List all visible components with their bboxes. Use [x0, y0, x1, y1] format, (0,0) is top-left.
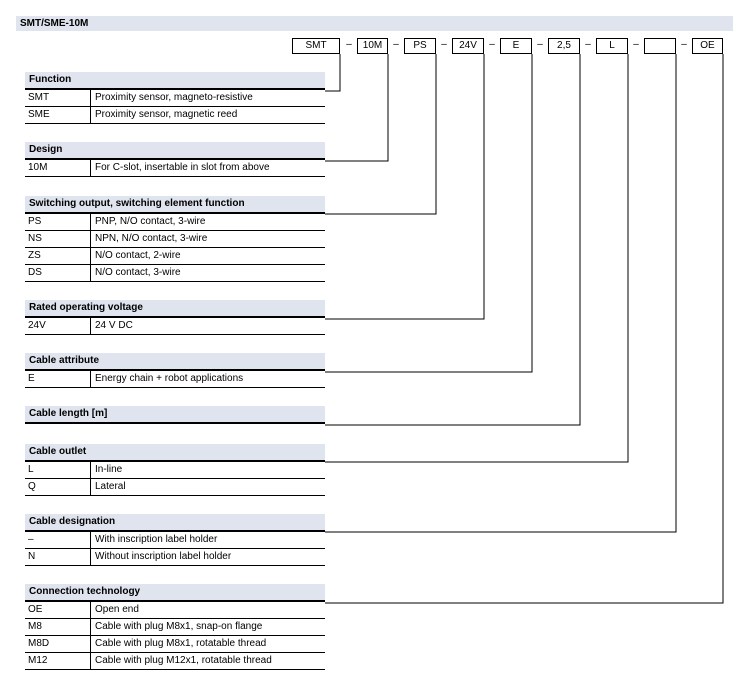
table-row: 24V 24 V DC	[25, 318, 325, 335]
connector-line	[325, 54, 677, 533]
section-title: Cable length [m]	[25, 406, 325, 424]
connector-line	[325, 54, 724, 604]
section-design: Design 10M For C-slot, insertable in slot…	[25, 142, 325, 177]
description-cell: N/O contact, 3-wire	[95, 267, 181, 278]
section-title: Rated operating voltage	[25, 300, 325, 318]
separator-dash: –	[681, 39, 687, 50]
code-cell: ZS	[25, 248, 91, 264]
section-title: Connection technology	[25, 584, 325, 602]
separator-dash: –	[393, 39, 399, 50]
table-row: SMT Proximity sensor, magneto-resistive	[25, 90, 325, 107]
code-cell: N	[25, 549, 91, 565]
code-box-voltage: 24V	[452, 38, 484, 54]
description-cell: Without inscription label holder	[95, 551, 232, 562]
code-cell: 10M	[25, 160, 91, 176]
description-cell: Cable with plug M12x1, rotatable thread	[95, 655, 272, 666]
table-row: M8 Cable with plug M8x1, snap-on flange	[25, 619, 325, 636]
table-row: SME Proximity sensor, magnetic reed	[25, 107, 325, 124]
separator-dash: –	[633, 39, 639, 50]
table-row: DS N/O contact, 3-wire	[25, 265, 325, 282]
section-cable-attribute: Cable attribute E Energy chain + robot ap…	[25, 353, 325, 388]
table-row: Q Lateral	[25, 479, 325, 496]
section-function: Function SMT Proximity sensor, magneto-re…	[25, 72, 325, 124]
code-box-function: SMT	[292, 38, 340, 54]
connector-line	[325, 54, 629, 463]
code-cell: M8D	[25, 636, 91, 652]
code-cell: DS	[25, 265, 91, 281]
table-row: NS NPN, N/O contact, 3-wire	[25, 231, 325, 248]
code-box-cable-outlet: L	[596, 38, 628, 54]
table-row: 10M For C-slot, insertable in slot from a…	[25, 160, 325, 177]
description-cell: Lateral	[95, 481, 126, 492]
code-cell: Q	[25, 479, 91, 495]
section-title: Cable designation	[25, 514, 325, 532]
code-cell: SMT	[25, 90, 91, 106]
description-cell: NPN, N/O contact, 3-wire	[95, 233, 208, 244]
table-row: M8D Cable with plug M8x1, rotatable threa…	[25, 636, 325, 653]
code-box-connection: OE	[692, 38, 723, 54]
section-cable-designation: Cable designation –With inscription labe…	[25, 514, 325, 566]
table-row: N Without inscription label holder	[25, 549, 325, 566]
code-cell: M8	[25, 619, 91, 635]
code-box-cable-length: 2,5	[548, 38, 580, 54]
code-cell: SME	[25, 107, 91, 123]
description-cell: 24 V DC	[95, 320, 133, 331]
connector-line	[325, 54, 533, 373]
separator-dash: –	[489, 39, 495, 50]
code-cell: L	[25, 462, 91, 478]
description-cell: Energy chain + robot applications	[95, 373, 244, 384]
table-row: L In-line	[25, 462, 325, 479]
code-cell: PS	[25, 214, 91, 230]
code-cell: E	[25, 371, 91, 387]
separator-dash: –	[537, 39, 543, 50]
code-cell: NS	[25, 231, 91, 247]
description-cell: For C-slot, insertable in slot from abov…	[95, 162, 270, 173]
document-title: SMT/SME-10M	[16, 16, 733, 31]
connector-line	[325, 54, 581, 426]
description-cell: Proximity sensor, magnetic reed	[95, 109, 238, 120]
code-cell: –	[25, 532, 91, 548]
connector-line	[325, 54, 437, 215]
code-cell: 24V	[25, 318, 91, 334]
code-box-cable-attribute: E	[500, 38, 532, 54]
section-cable-length: Cable length [m]	[25, 406, 325, 424]
description-cell: PNP, N/O contact, 3-wire	[95, 216, 206, 227]
connector-line	[325, 54, 485, 320]
section-cable-outlet: Cable outlet L In-line Q Lateral	[25, 444, 325, 496]
code-box-cable-designation	[644, 38, 676, 54]
separator-dash: –	[346, 39, 352, 50]
table-row: PS PNP, N/O contact, 3-wire	[25, 214, 325, 231]
connector-line	[325, 54, 389, 162]
section-rated-voltage: Rated operating voltage 24V 24 V DC	[25, 300, 325, 335]
separator-dash: –	[441, 39, 447, 50]
description-cell: In-line	[95, 464, 123, 475]
separator-dash: –	[585, 39, 591, 50]
description-cell: Cable with plug M8x1, rotatable thread	[95, 638, 267, 649]
code-box-switching-output: PS	[404, 38, 436, 54]
table-row: –With inscription label holder	[25, 532, 325, 549]
table-row: ZS N/O contact, 2-wire	[25, 248, 325, 265]
section-switching-output: Switching output, switching element func…	[25, 196, 325, 282]
section-title: Switching output, switching element func…	[25, 196, 325, 214]
table-row: OE Open end	[25, 602, 325, 619]
description-cell: With inscription label holder	[95, 534, 218, 545]
section-title: Cable outlet	[25, 444, 325, 462]
description-cell: Open end	[95, 604, 139, 615]
code-cell: OE	[25, 602, 91, 618]
section-title: Cable attribute	[25, 353, 325, 371]
description-cell: N/O contact, 2-wire	[95, 250, 181, 261]
code-box-design: 10M	[357, 38, 388, 54]
description-cell: Proximity sensor, magneto-resistive	[95, 92, 253, 103]
description-cell: Cable with plug M8x1, snap-on flange	[95, 621, 263, 632]
table-row: M12 Cable with plug M12x1, rotatable thre…	[25, 653, 325, 670]
code-cell: M12	[25, 653, 91, 669]
section-title: Design	[25, 142, 325, 160]
section-title: Function	[25, 72, 325, 90]
table-row: E Energy chain + robot applications	[25, 371, 325, 388]
connector-line	[325, 54, 341, 92]
